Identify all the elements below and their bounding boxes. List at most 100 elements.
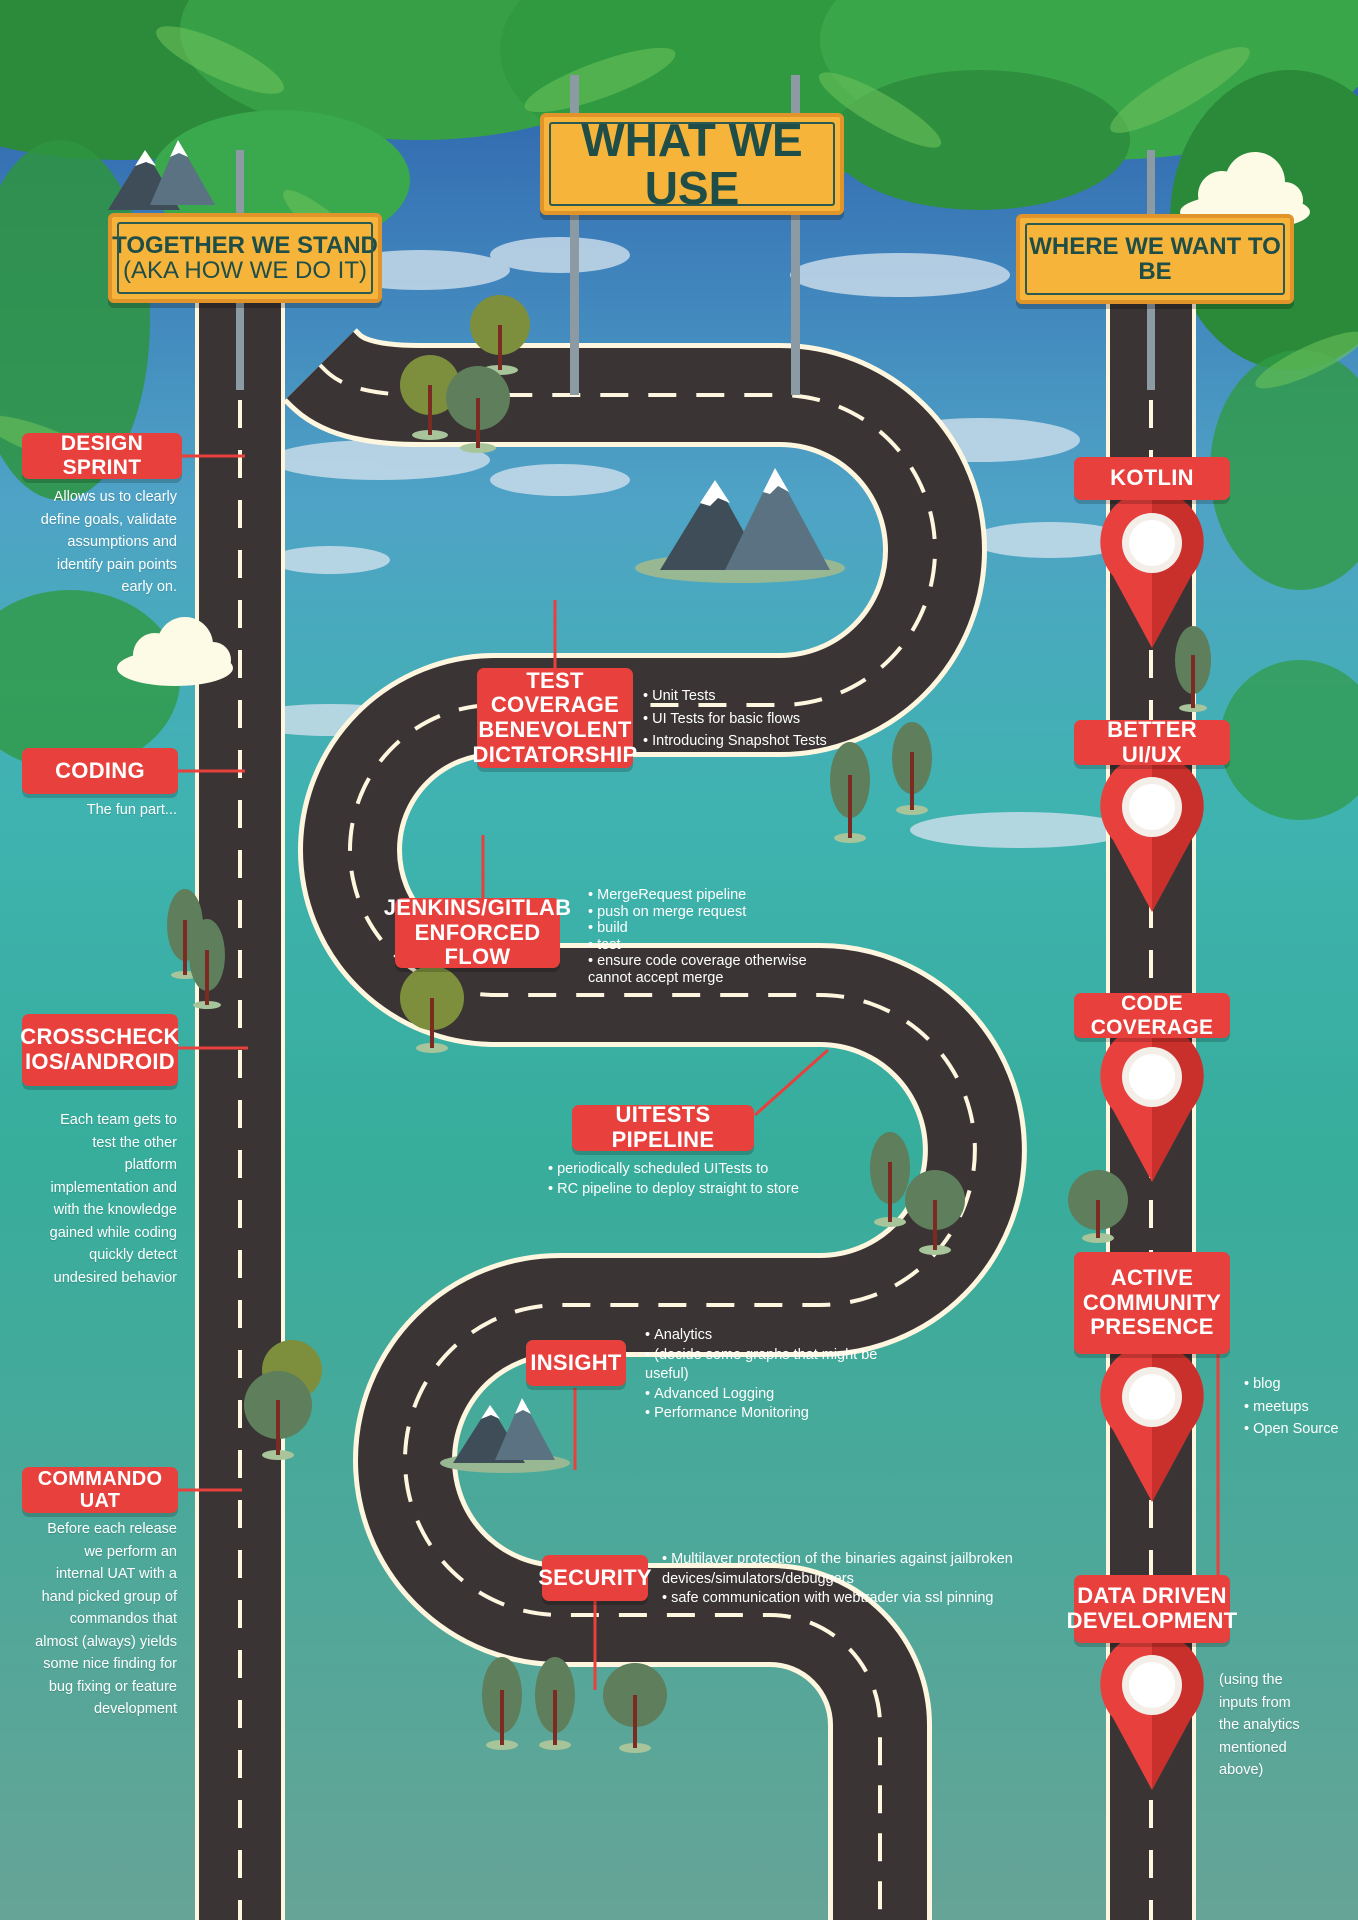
desc-line: undesired behavior	[53, 1269, 177, 1286]
label-uitests-pipeline: UITESTS PIPELINE	[572, 1103, 754, 1152]
sign-title: TOGETHER WE STAND	[112, 231, 378, 259]
label-kotlin: KOTLIN	[1074, 457, 1230, 500]
bullet-item: safe communication with webtrader via ss…	[662, 1589, 1013, 1609]
tree-icon	[400, 295, 530, 453]
label-line: BENEVOLENT	[478, 717, 632, 742]
commando-description: Before each release we perform an intern…	[18, 1518, 177, 1721]
bullet-item: Analytics	[645, 1326, 877, 1346]
desc-line: almost (always) yields	[35, 1633, 177, 1650]
tree-icon	[244, 1340, 322, 1460]
desc-line: inputs from	[1219, 1694, 1291, 1711]
bullet-item: (decide some graphs that might be	[645, 1346, 877, 1366]
label-code-coverage: CODE COVERAGE	[1074, 992, 1230, 1039]
desc-line: hand picked group of	[41, 1588, 177, 1605]
label-crosscheck: CROSSCHECK IOS/ANDROID	[20, 1014, 180, 1086]
desc-line: (using the	[1219, 1672, 1283, 1688]
desc-line: commandos that	[69, 1611, 177, 1627]
left-vertical-road	[195, 240, 285, 1920]
tree-icon	[870, 1132, 965, 1255]
map-pin-icon	[1100, 754, 1204, 912]
winding-road	[282, 328, 1027, 1920]
mountain-icon	[635, 468, 845, 583]
security-bullets: Multilayer protection of the binaries ag…	[662, 1550, 1013, 1609]
desc-line: implementation and	[50, 1179, 177, 1196]
tree-icon	[167, 889, 225, 1009]
label-coding: CODING	[22, 748, 178, 794]
label-line: CROSSCHECK	[20, 1024, 180, 1050]
label-line: TEST COVERAGE	[490, 667, 620, 718]
label-data-driven: DATA DRIVEN DEVELOPMENT	[1067, 1575, 1237, 1643]
bullet-continuation: cannot accept merge	[588, 969, 724, 986]
bullet-item: meetups	[1244, 1396, 1339, 1419]
sign-subtitle: (AKA HOW WE DO IT)	[123, 257, 367, 284]
desc-line: define goals, validate	[40, 511, 177, 528]
sign-frame	[117, 222, 373, 294]
bullet-item: Multilayer protection of the binaries ag…	[662, 1550, 1013, 1570]
desc-line: internal UAT with a	[55, 1566, 177, 1582]
bullet-item: UI Tests for basic flows	[643, 708, 827, 731]
label-insight: INSIGHT	[526, 1340, 626, 1386]
bullet-item: RC pipeline to deploy straight to store	[548, 1180, 799, 1200]
mountain-icon	[440, 1398, 570, 1473]
label-line: ACTIVE	[1110, 1265, 1194, 1291]
bullet-item: Unit Tests	[643, 685, 827, 708]
desc-line: with the knowledge	[53, 1202, 177, 1218]
sign-what-we-use: WHAT WE USE	[540, 113, 844, 215]
tree-icon	[830, 722, 932, 843]
bullet-item: ensure code coverage otherwise	[588, 953, 807, 970]
bullet-item: build	[588, 920, 807, 937]
mountain-icon	[108, 140, 215, 210]
label-test-coverage: TEST COVERAGE BENEVOLENT DICTATORSHIP	[473, 667, 637, 768]
bullet-item: Advanced Logging	[645, 1385, 877, 1405]
label-line: DEVELOPMENT	[1066, 1608, 1238, 1633]
label-line: COMMUNITY	[1082, 1289, 1222, 1315]
label-line: PRESENCE	[1090, 1314, 1214, 1340]
desc-line: mentioned	[1219, 1739, 1287, 1756]
label-line: JENKINS/GITLAB	[383, 895, 572, 921]
desc-line: some nice finding for	[43, 1656, 177, 1672]
sign-frame	[1025, 223, 1285, 295]
bullet-item: test	[588, 937, 807, 954]
desc-line: identify pain points	[56, 556, 177, 573]
tree-icon	[400, 966, 464, 1053]
desc-line: Before each release	[47, 1521, 177, 1537]
label-line: IOS/ANDROID	[25, 1049, 175, 1074]
sign-together-we-stand: TOGETHER WE STAND (AKA HOW WE DO IT)	[108, 213, 382, 303]
bullet-continuation: useful)	[645, 1366, 689, 1382]
map-pin-icon	[1100, 1024, 1204, 1182]
desc-line: bug fixing or feature	[48, 1678, 177, 1695]
uitests-bullets: periodically scheduled UITests to RC pip…	[548, 1160, 799, 1199]
connector-lines	[178, 454, 1220, 1690]
tree-icon	[482, 1657, 667, 1753]
label-better-ui-ux: BETTER UI/UX	[1074, 717, 1230, 766]
tree-icon	[1068, 626, 1211, 1243]
bullet-item: blog	[1244, 1373, 1339, 1396]
desc-line: platform	[124, 1157, 177, 1173]
crosscheck-description: Each team gets to test the other platfor…	[20, 1109, 177, 1289]
coding-description: The fun part...	[20, 799, 177, 822]
desc-line: assumptions and	[67, 534, 177, 550]
label-active-community: ACTIVE COMMUNITY PRESENCE	[1074, 1252, 1230, 1354]
bullet-item: push on merge request	[588, 904, 807, 921]
sign-frame	[549, 122, 835, 206]
desc-line: quickly detect	[89, 1247, 177, 1263]
desc-line: early on.	[121, 579, 177, 595]
community-bullets: blog meetups Open Source	[1244, 1373, 1339, 1441]
desc-line: The fun part...	[86, 802, 177, 818]
label-security: SECURITY	[538, 1555, 652, 1601]
desc-line: Allows us to clearly	[53, 489, 177, 505]
desc-line: Each team gets to	[60, 1112, 177, 1128]
bullet-item: Open Source	[1244, 1418, 1338, 1441]
desc-line: development	[93, 1701, 177, 1717]
label-line: DATA DRIVEN	[1077, 1583, 1227, 1609]
desc-line: test the other	[92, 1134, 177, 1151]
desc-line: above)	[1219, 1762, 1264, 1778]
test-coverage-bullets: Unit Tests UI Tests for basic flows Intr…	[643, 685, 827, 753]
sign-where-we-want-to-be: WHERE WE WANT TO BE	[1016, 214, 1294, 304]
design-sprint-description: Allows us to clearly define goals, valid…	[20, 486, 177, 599]
label-line: ENFORCED FLOW	[414, 919, 541, 970]
data-driven-description: (using the inputs from the analytics men…	[1219, 1669, 1339, 1782]
sign-title: WHERE WE WANT TO BE	[1029, 232, 1281, 285]
label-jenkins-gitlab: JENKINS/GITLAB ENFORCED FLOW	[384, 895, 571, 970]
